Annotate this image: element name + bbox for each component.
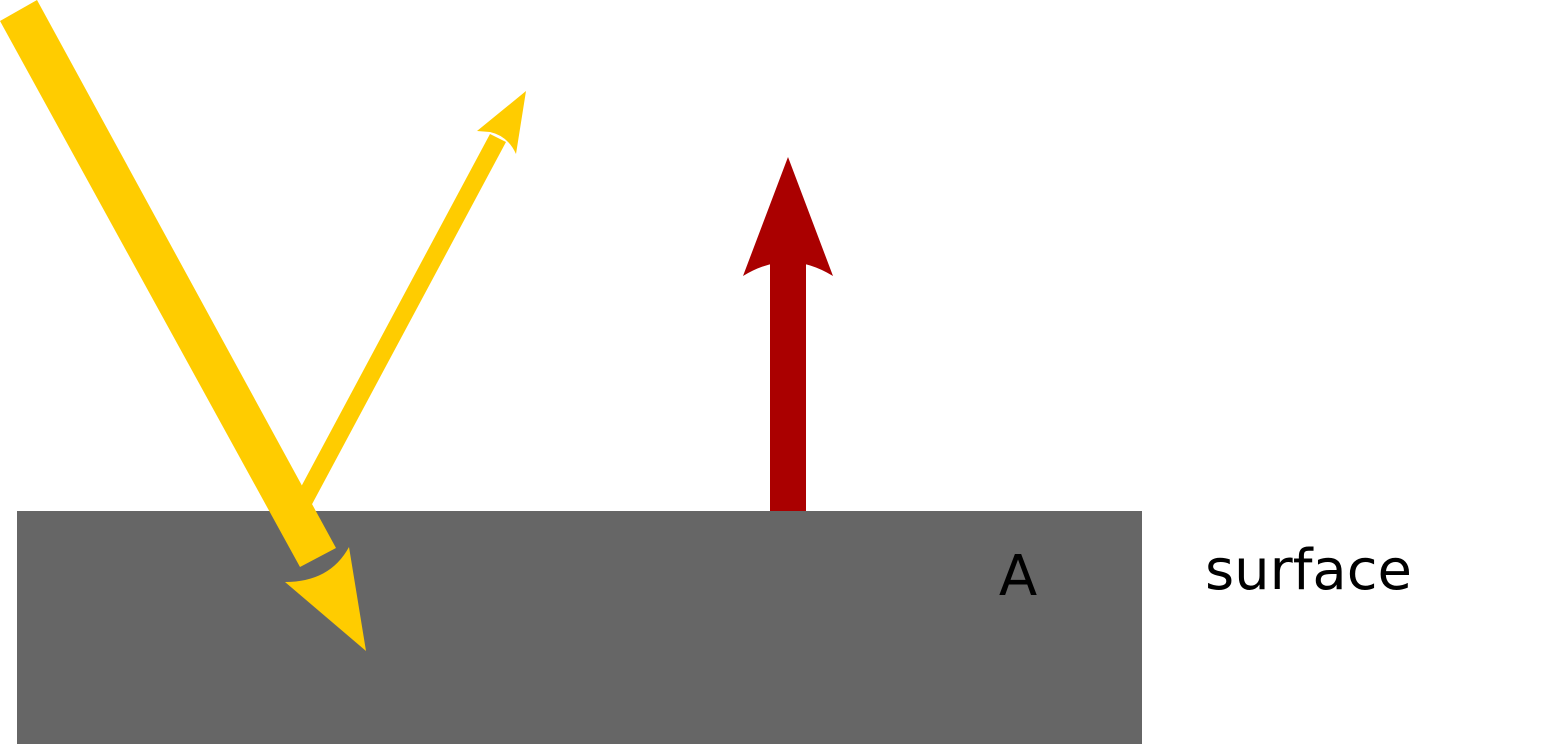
reflected-light-shaft	[294, 134, 506, 508]
reflected-light-arrow	[294, 91, 526, 508]
emitted-arrow-head	[743, 157, 833, 276]
reflected-light-head	[477, 91, 526, 154]
incident-light-shaft	[0, 0, 336, 567]
emitted-arrow-shaft	[770, 255, 806, 511]
emitted-arrow	[743, 157, 833, 511]
region-label: A	[999, 544, 1037, 609]
incident-light-arrow	[0, 0, 366, 651]
incident-light-head	[285, 547, 366, 651]
surface-block	[17, 511, 1142, 744]
surface-label: surface	[1205, 538, 1412, 603]
